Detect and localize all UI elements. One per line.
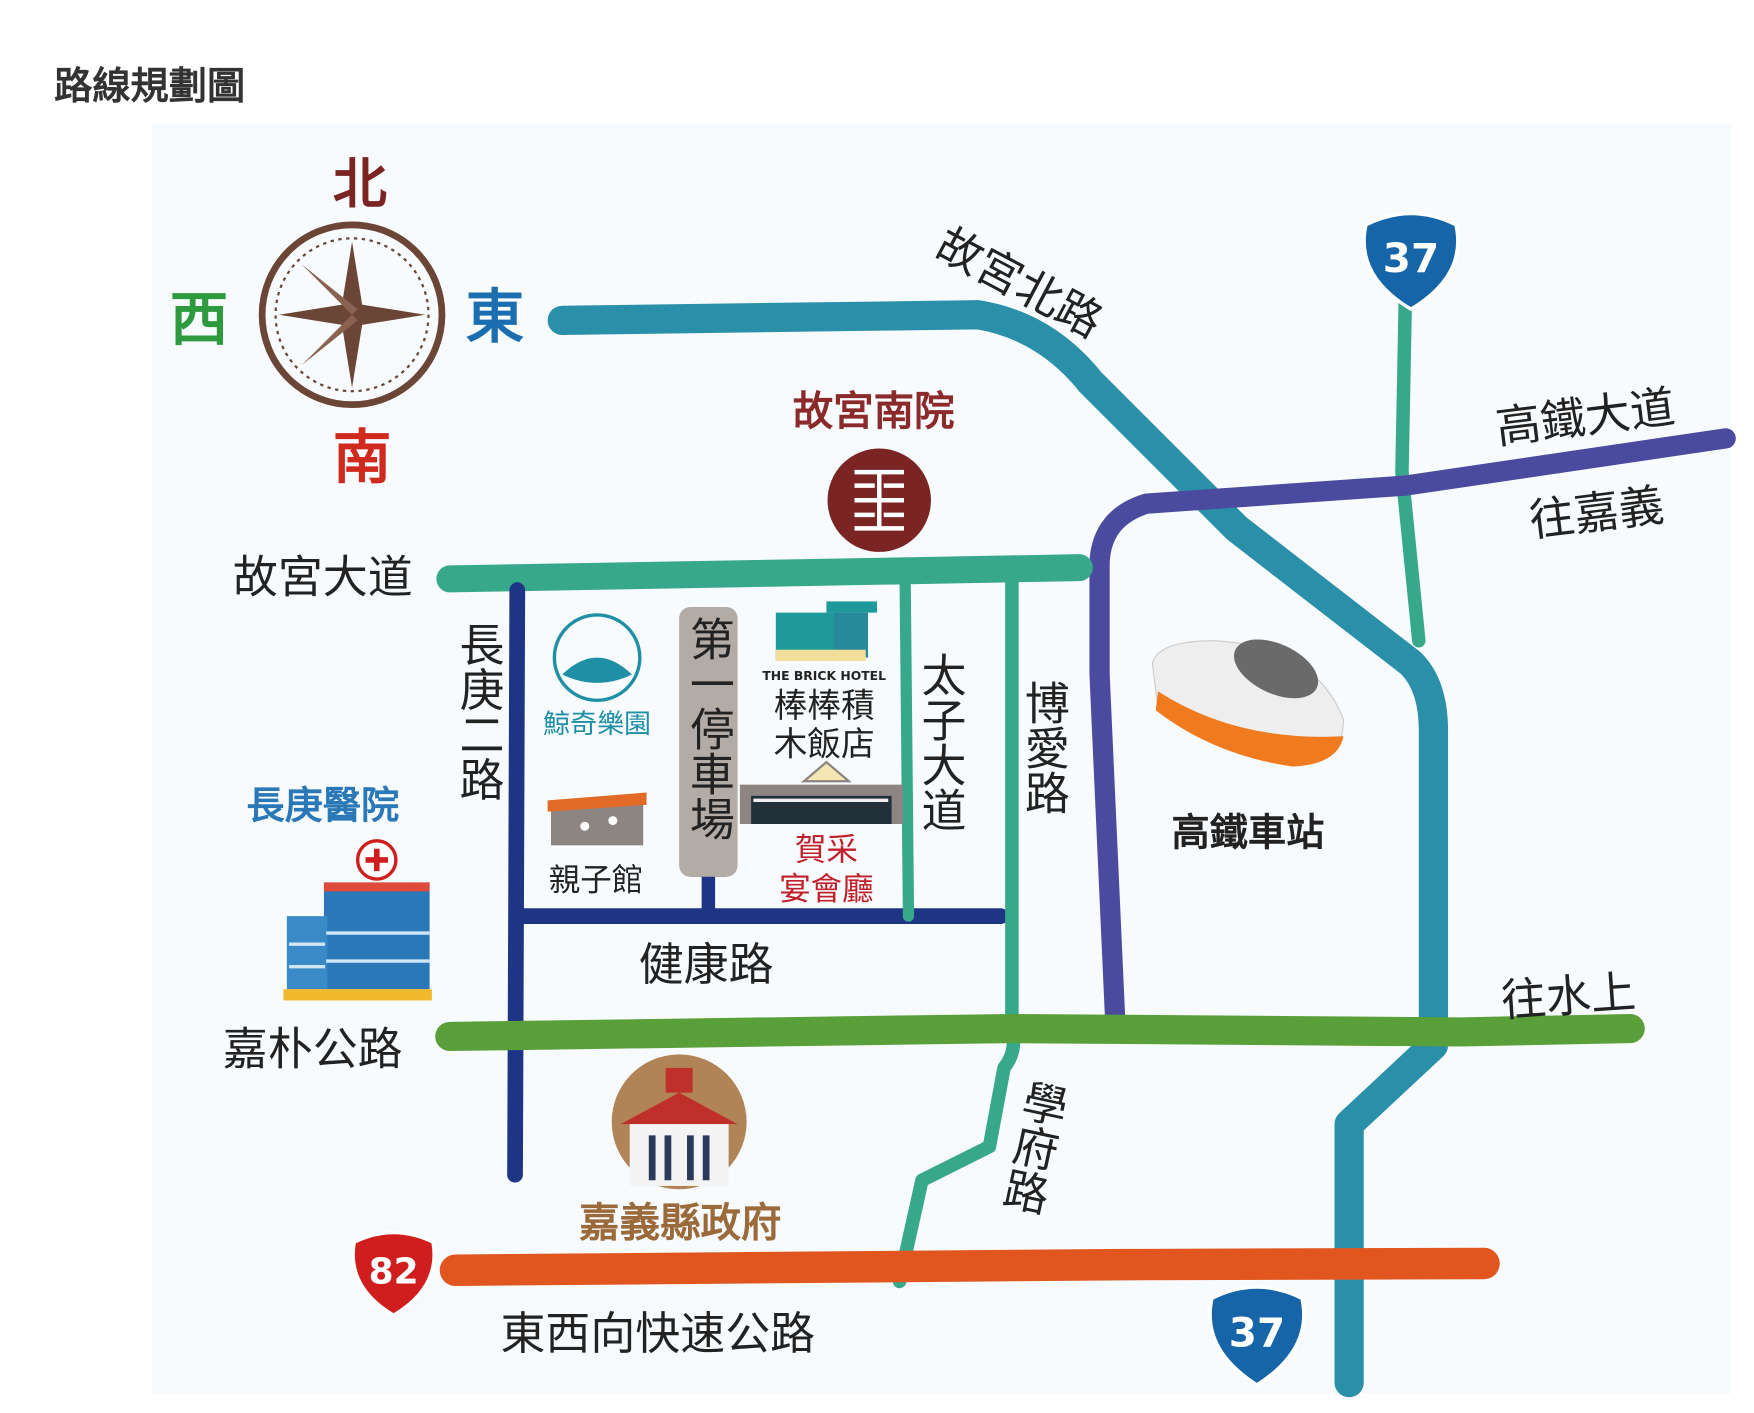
- hotel-english-name: THE BRICK HOTEL: [762, 669, 886, 683]
- route37-north-shield: 37: [1362, 211, 1460, 312]
- road-gugong-north: [547, 300, 1449, 1398]
- brick-hotel-logo-icon: [775, 601, 877, 661]
- county-government-label: 嘉義縣政府: [579, 1199, 781, 1247]
- hsr-station-label: 高鐵車站: [1172, 811, 1325, 855]
- compass-south: 南: [333, 424, 391, 492]
- whale-park-logo-icon: [552, 613, 642, 703]
- route82-shield: 82: [351, 1230, 436, 1318]
- hsr-train-icon: [1151, 639, 1345, 767]
- parking-label: 第一停車場: [682, 616, 735, 841]
- road-expressway: [439, 1247, 1500, 1286]
- hotel-name-line1: 棒棒積: [774, 686, 875, 725]
- road-jiapu: [435, 1013, 1645, 1052]
- whale-park-label: 鯨奇樂園: [543, 709, 651, 740]
- kids-hall-label: 親子館: [549, 862, 643, 898]
- parking-lot-marker: [679, 607, 738, 877]
- map-background: [151, 123, 1732, 1394]
- kids-hall-building-icon: [547, 792, 647, 846]
- hospital-label: 長庚醫院: [246, 784, 399, 828]
- banquet-label-line2: 宴會廳: [779, 871, 873, 907]
- banquet-label-line1: 賀采: [795, 832, 858, 868]
- hotel-name-line2: 木飯店: [774, 724, 875, 763]
- svg-text:82: 82: [369, 1252, 419, 1293]
- palace-museum-logo-icon: [827, 448, 931, 552]
- compass-icon: [258, 221, 446, 409]
- road-hsr-avenue: [1089, 428, 1736, 1034]
- label-to-shuishang: 往水上: [1499, 965, 1637, 1027]
- label-changgeng-2nd-road: 長庚二路: [451, 622, 504, 802]
- label-expressway: 東西向快速公路: [500, 1307, 815, 1360]
- map-title: 路線規劃圖: [54, 65, 245, 109]
- hospital-building-icon: [283, 839, 432, 1001]
- svg-text:37: 37: [1383, 234, 1439, 282]
- compass-west: 西: [170, 285, 228, 353]
- label-taizi-avenue: 太子大道: [913, 652, 966, 832]
- banquet-hall-building-icon: [739, 760, 903, 824]
- compass-east: 東: [466, 283, 524, 351]
- road-gugong-avenue: [436, 554, 1093, 593]
- label-gugong-avenue: 故宮大道: [233, 550, 413, 603]
- county-government-building-icon: [611, 1054, 747, 1190]
- palace-south-label: 故宮南院: [793, 387, 955, 435]
- label-jiapu-highway: 嘉朴公路: [223, 1023, 403, 1076]
- svg-text:37: 37: [1229, 1309, 1285, 1357]
- route37-south-shield: 37: [1208, 1285, 1306, 1387]
- label-jiankang-road: 健康路: [639, 938, 774, 991]
- compass-north: 北: [333, 152, 387, 215]
- road-route37: [1395, 291, 1426, 648]
- label-boai-road: 博愛路: [1017, 680, 1070, 815]
- road-changgeng-2nd: [507, 582, 526, 1183]
- road-taizi: [899, 569, 915, 922]
